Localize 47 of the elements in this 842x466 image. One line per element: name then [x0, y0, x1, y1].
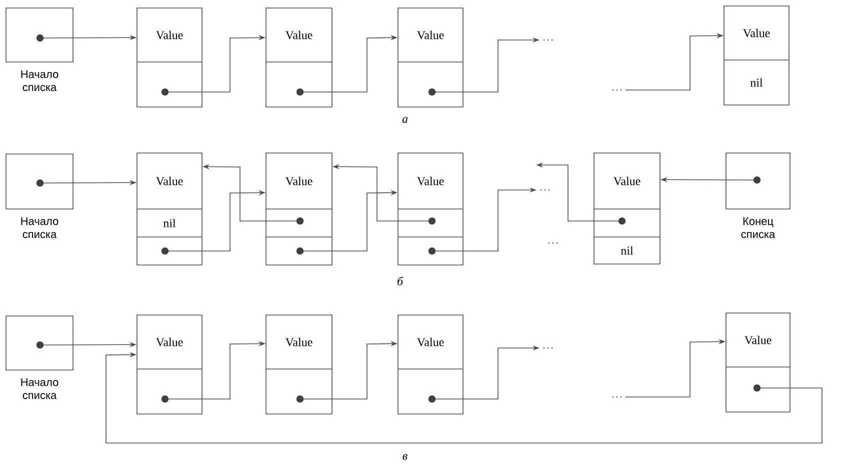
panel-caption: в — [402, 454, 408, 460]
list-element: Value nil — [594, 152, 660, 264]
pointer-dot — [428, 396, 436, 402]
ellipsis: … — [540, 189, 550, 191]
ellipsis: … — [543, 347, 553, 349]
node-caption: Конец списка — [741, 217, 776, 238]
pointer-dot — [162, 248, 168, 254]
list-element: Value — [136, 8, 202, 108]
pointer-dot — [36, 180, 44, 186]
pointer-dot — [162, 88, 168, 96]
list-element: Value nil — [724, 6, 790, 106]
pointer-dot — [754, 384, 760, 392]
pointer-dot — [296, 218, 304, 224]
ellipsis: … — [543, 39, 553, 41]
node-caption: Начало списка — [21, 217, 58, 238]
list-element: Value — [136, 314, 202, 414]
list-element: Value — [266, 314, 332, 414]
pointer-dot — [428, 248, 436, 254]
ellipsis: … — [612, 89, 622, 91]
list-element: Value — [266, 8, 332, 108]
list-element: Value — [398, 314, 464, 414]
pointer-dot — [296, 396, 304, 402]
pointer-box — [726, 152, 790, 210]
panel-caption: а — [402, 117, 408, 123]
pointer-box — [6, 316, 74, 370]
pointer-dot — [162, 396, 168, 402]
pointer-dot — [296, 88, 304, 96]
pointer-dot — [296, 248, 304, 254]
list-element: Value — [266, 152, 332, 266]
list-element: Value — [726, 312, 790, 412]
pointer-box — [6, 154, 74, 210]
pointer-dot — [36, 34, 44, 42]
pointer-dot — [36, 342, 44, 348]
ellipsis: … — [548, 242, 558, 244]
list-element: Value — [398, 152, 464, 266]
pointer-dot — [618, 218, 626, 224]
panel-caption: б — [398, 276, 404, 286]
list-element: Value nil — [136, 152, 202, 266]
node-caption: Начало списка — [21, 378, 58, 400]
arrow — [106, 352, 822, 444]
node-caption: Начало списка — [21, 70, 58, 92]
list-element: Value — [398, 8, 464, 108]
ellipsis: … — [612, 396, 622, 398]
pointer-dot — [428, 218, 436, 224]
pointer-box — [6, 8, 74, 62]
pointer-dot — [428, 88, 436, 96]
pointer-dot — [754, 176, 760, 184]
